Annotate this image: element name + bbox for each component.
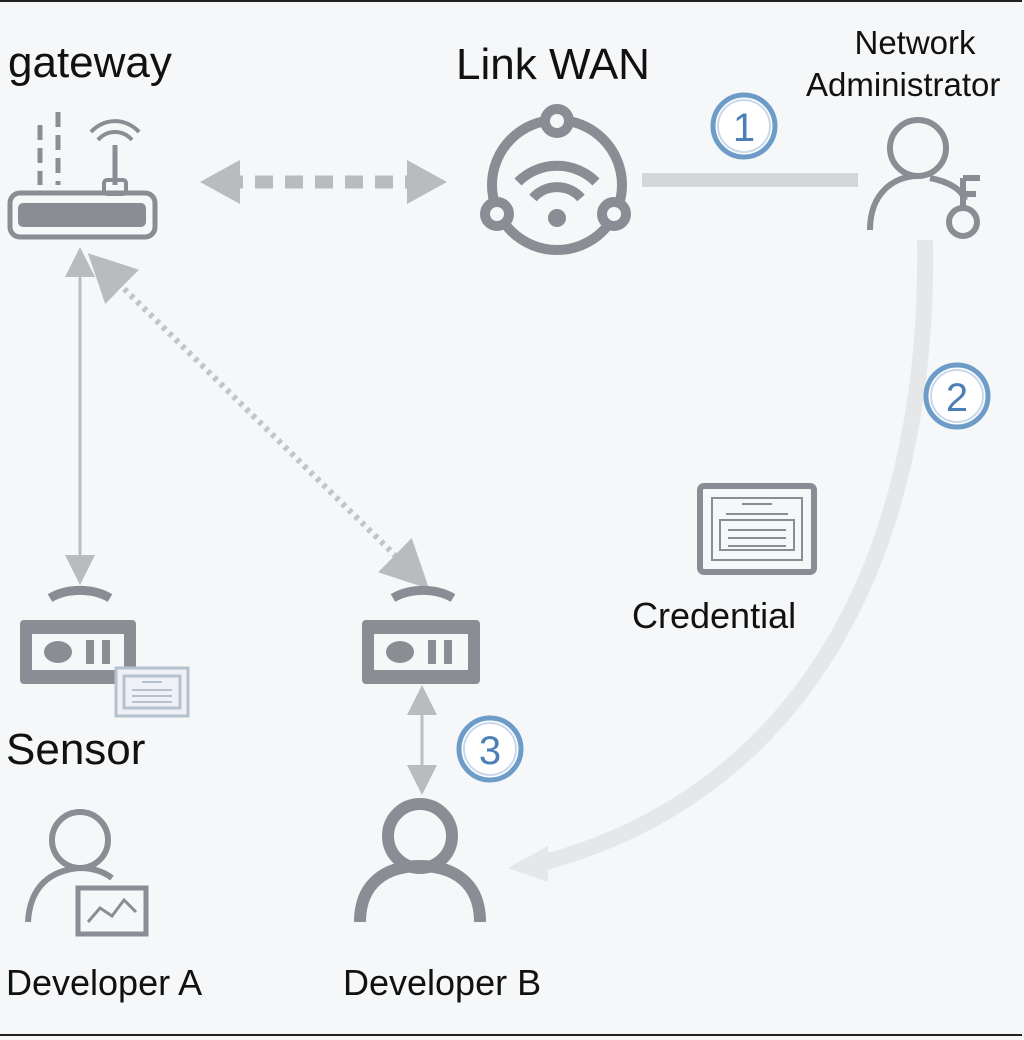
developer-a-label: Developer A — [6, 962, 203, 1003]
user-icon — [354, 798, 486, 923]
sensor-device-icon — [20, 585, 136, 684]
credential-card-icon — [697, 483, 817, 575]
step-badge-2: 2 — [923, 362, 991, 430]
step-badge-1: 1 — [710, 92, 778, 160]
credential-label: Credential — [632, 595, 797, 636]
network-admin-label: Network Administrator — [806, 22, 1024, 106]
wifi-hub-icon — [480, 104, 631, 255]
sensor-credential-card-icon — [114, 666, 190, 718]
step-number-3: 3 — [479, 729, 501, 773]
developer-b-label: Developer B — [343, 962, 542, 1003]
step-number-2: 2 — [946, 376, 968, 420]
gateway-sensor-b-connector — [87, 253, 430, 589]
network-admin-label-line1: Network — [854, 24, 976, 61]
user-chart-icon — [25, 809, 149, 937]
gateway-wan-connector — [200, 160, 447, 204]
step-number-1: 1 — [733, 106, 755, 150]
sensor-device-icon — [362, 585, 480, 684]
sensor-label: Sensor — [6, 725, 146, 774]
step-badge-3: 3 — [456, 715, 524, 783]
admin-developer-b-connector — [508, 239, 934, 882]
gateway-label: gateway — [8, 38, 172, 87]
router-icon — [7, 112, 158, 240]
user-key-icon — [867, 117, 980, 239]
network-admin-label-line2: Administrator — [806, 66, 1001, 103]
link-wan-label: Link WAN — [456, 40, 650, 89]
